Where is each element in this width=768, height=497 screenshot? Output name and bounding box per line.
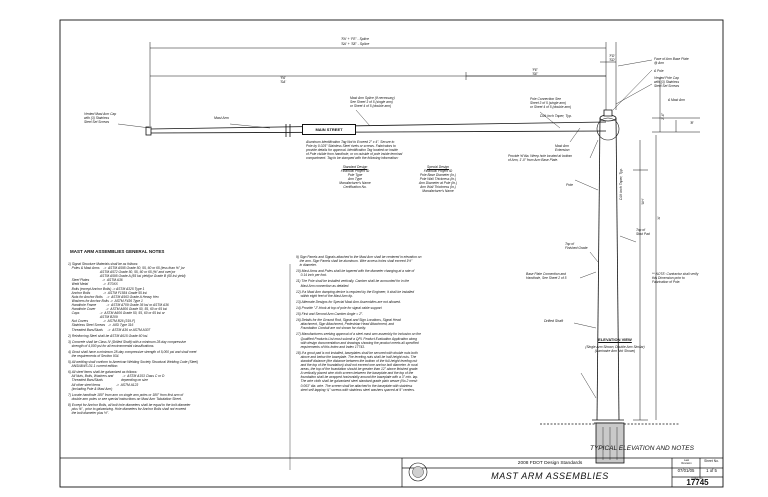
dim-fa-fe-splice: 'FA' + 'FE' - Splice bbox=[341, 37, 369, 41]
label-cl-pole: ℄ Pole bbox=[654, 69, 664, 73]
note-13: 13) Alternate Designs for Special Mast A… bbox=[296, 299, 401, 304]
id-tag-note: Aluminum Identification Tag Not to Excee… bbox=[306, 140, 403, 161]
note-11: 11) The Pole shall be installed vertical… bbox=[296, 279, 410, 288]
label-top-finished-grade: Top of Finished Grade bbox=[565, 242, 588, 251]
sheet-no-label: Sheet No. bbox=[704, 459, 719, 463]
label-mast-arm-splice: Mast Arm Splice (If necessary) See Sheet… bbox=[350, 96, 395, 109]
elevation-view-title: ELEVATION VIEW bbox=[598, 337, 632, 342]
id-table-standard-head: Standard Design bbox=[342, 165, 368, 169]
label-pole-taper: DJ# Inch Taper, Typ. bbox=[619, 168, 623, 200]
last-revision-label: Last Revision bbox=[681, 459, 692, 465]
label-cl-mast-arm: ℄ Mast Arm bbox=[668, 98, 686, 102]
note-4: 4) Grout shall have a minimum 28-day com… bbox=[68, 349, 197, 358]
note-16: 16) Details for the Ground Rod, Signal a… bbox=[296, 318, 401, 331]
sheet-description: MAST ARM ASSEMBLIES bbox=[491, 471, 609, 481]
elevation-view-subtitle: (Single Arm Shown, Double Arm Similar) (… bbox=[585, 345, 645, 354]
id-table-standard: Financial Project ID Pole Type Arm Type … bbox=[339, 169, 371, 190]
note-6: 6) All steel items shall be galvanized a… bbox=[68, 370, 165, 391]
drilled-shaft-geometry bbox=[540, 422, 680, 464]
leader-lines bbox=[117, 59, 653, 399]
note-17: 17) Manufacturers seeking approval of a … bbox=[296, 332, 421, 349]
design-standards: 2008 FDOT Design Standards bbox=[517, 461, 583, 466]
note-3: 3) Concrete shall be Class IV (Drilled S… bbox=[68, 339, 186, 348]
label-base-plate-connection: Base Plate Connection and Handhole, See … bbox=[526, 272, 567, 281]
label-contractor-note: ** NOTE: Contractor shall verify this Di… bbox=[652, 272, 699, 285]
id-table-special-head: Special Design bbox=[427, 165, 449, 169]
note-9: 9) Sign Panels and Signals attached to t… bbox=[296, 255, 422, 268]
label-uh: 'UH' bbox=[641, 198, 645, 205]
dim-fd-sd: 'FD' 'SD' bbox=[608, 54, 616, 62]
label-weep-hole: Provide ⅝"dia. Weep hole located at bott… bbox=[508, 154, 573, 163]
last-revision-value: 07/01/05 bbox=[677, 468, 695, 473]
note-8: 8) Except for Anchor Bolts, all bolt hol… bbox=[68, 402, 191, 416]
index-no-label: Index No. bbox=[691, 476, 704, 480]
dim-sa-se-splice: 'SA' + 'SE' - Splice bbox=[340, 42, 370, 46]
pole-geometry bbox=[592, 109, 624, 424]
label-dim-b: 'B' bbox=[690, 121, 694, 125]
label-top-strut-pad: Top of Strut Pad bbox=[636, 228, 650, 237]
label-dim-one: 1'-6" bbox=[661, 113, 665, 120]
notes-title: MAST ARM ASSEMBLIES GENERAL NOTES bbox=[70, 249, 165, 254]
label-pole-connection: Pole Connection See Sheet 3 of 5 (single… bbox=[530, 97, 572, 110]
dimension-lines bbox=[149, 42, 700, 421]
index-no-value: 17745 bbox=[686, 478, 709, 487]
note-10: 10) Mast Arms and Poles shall be tapered… bbox=[296, 269, 415, 278]
mast-arm-geometry bbox=[145, 121, 607, 137]
sheet-border bbox=[59, 19, 724, 488]
dim-fe-se: 'FE' 'SE' bbox=[531, 68, 538, 76]
sign-main-street: MAIN STREET bbox=[302, 124, 356, 135]
note-5: 5) All welding shall conform to American… bbox=[68, 360, 199, 369]
note-1: 1) Signal Structure Materials shall be a… bbox=[68, 262, 186, 332]
id-table-special: Financial Project ID Pole Base Diameter … bbox=[418, 169, 458, 194]
label-drilled-shaft: Drilled Shaft bbox=[544, 319, 564, 323]
note-14: 14) Provide "J"-Hook at top of pole for … bbox=[296, 305, 383, 310]
label-pole: Pole bbox=[566, 183, 574, 187]
note-15: 15) First and Second Arm Camber Angle = … bbox=[296, 312, 364, 317]
dim-fa-sa: 'FA' 'SA' bbox=[279, 76, 286, 84]
label-face-arm-base-plate: Face of Arm Base Plate @ Arm bbox=[654, 57, 689, 66]
note-7: 7) Locate handhole 180° from arm on sing… bbox=[68, 392, 184, 401]
label-vented-mast-arm-cap: Vented Mast Arm Cap with (3) Stainless S… bbox=[84, 112, 117, 125]
label-mast-arm: Mast Arm bbox=[214, 116, 229, 120]
note-18: 18) If a grout pad is not installed, bas… bbox=[296, 350, 419, 392]
label-dim-a: 'A' bbox=[657, 216, 661, 220]
sheet-no-value: 1 of 5 bbox=[706, 468, 717, 473]
label-vented-pole-cap: Vented Pole Cap with (3) Stainless Steel… bbox=[654, 76, 680, 89]
label-dj-taper: DJ# Inch Taper, Typ. bbox=[540, 114, 572, 118]
notes-left: 1) Signal Structure Materials shall be a… bbox=[68, 262, 286, 415]
label-mast-arm-extension: Mast Arm Extension bbox=[555, 144, 570, 153]
note-12: 12) If a Mast Arm damping device is requ… bbox=[296, 289, 415, 298]
note-2: 2) Reinforcing Steel shall be ASTM A615 … bbox=[68, 333, 149, 338]
notes-right: 9) Sign Panels and Signals attached to t… bbox=[296, 255, 521, 392]
title-block-geometry bbox=[60, 457, 723, 487]
sheet-title: TYPICAL ELEVATION AND NOTES bbox=[590, 445, 694, 452]
